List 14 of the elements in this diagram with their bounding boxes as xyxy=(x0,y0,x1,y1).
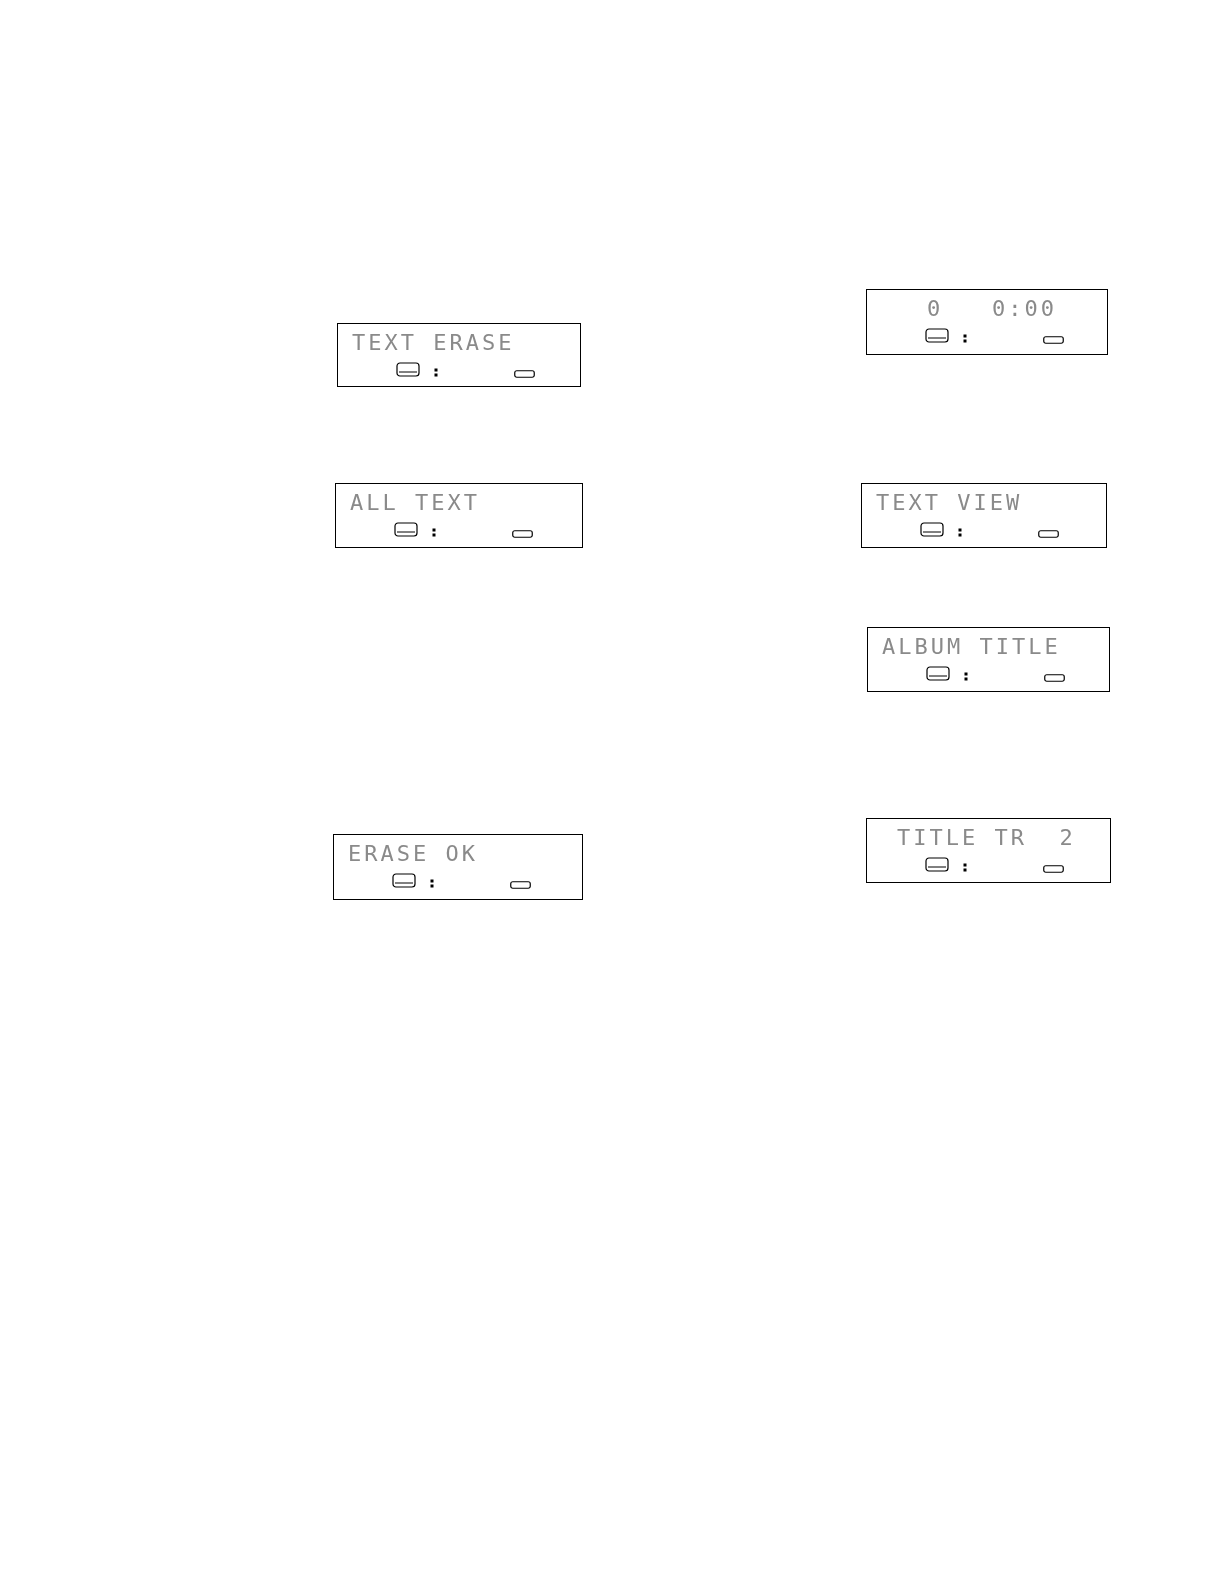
display-text: TEXT VIEW xyxy=(876,490,1023,516)
lcd-display-panel xyxy=(861,483,1107,548)
display-text: ERASE OK xyxy=(348,841,478,867)
display-text: 0 0:00 xyxy=(927,296,1057,322)
lcd-display-panel xyxy=(867,627,1110,692)
lcd-display-panel xyxy=(866,289,1108,355)
display-text: ALL TEXT xyxy=(350,490,480,516)
lcd-display-panel xyxy=(866,818,1111,883)
lcd-display-panel xyxy=(337,323,581,387)
display-text: ALBUM TITLE xyxy=(882,634,1061,660)
lcd-display-panel xyxy=(335,483,583,548)
display-text: TITLE TR 2 xyxy=(897,825,1076,851)
display-text: TEXT ERASE xyxy=(352,330,515,356)
lcd-display-panel xyxy=(333,834,583,900)
